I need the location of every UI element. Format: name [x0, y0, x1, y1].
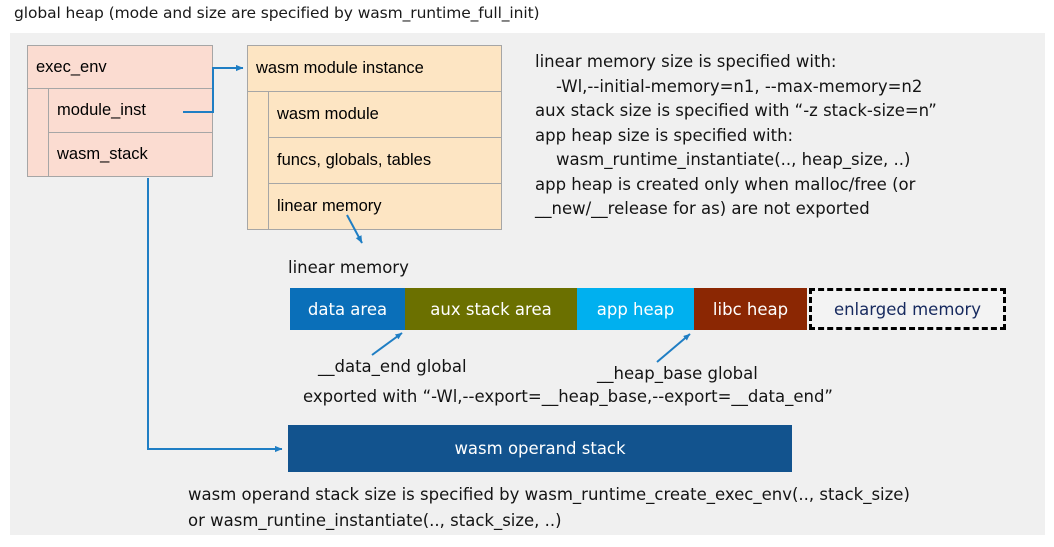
- exec-env-box: exec_env module_inst wasm_stack: [27, 45, 213, 177]
- table-row: wasm_stack: [28, 132, 213, 177]
- exec-env-row-wasm-stack: wasm_stack: [48, 132, 213, 177]
- operand-stack-note: wasm operand stack size is specified by …: [188, 485, 910, 530]
- table-row: funcs, globals, tables: [248, 137, 502, 184]
- linear-memory-label: linear memory: [288, 258, 409, 277]
- wasm-module-instance-box: wasm module instance wasm module funcs, …: [247, 45, 502, 230]
- memory-segment-enlarged-memory: enlarged memory: [809, 288, 1006, 330]
- caption-exported-with: exported with “-Wl,--export=__heap_base,…: [303, 387, 833, 406]
- table-row: module_inst: [27, 88, 213, 177]
- caption-heap-base: __heap_base global: [597, 364, 758, 383]
- caption-data-end: __data_end global: [318, 357, 467, 376]
- module-instance-indent-gutter: [247, 91, 269, 230]
- memory-segment-data-area: data area: [290, 288, 405, 330]
- exec-env-header: exec_env: [27, 45, 213, 89]
- module-instance-header: wasm module instance: [247, 45, 502, 92]
- linear-memory-notes: linear memory size is specified with: -W…: [535, 52, 937, 218]
- table-row: exec_env: [27, 45, 213, 89]
- module-instance-row-wasm-module: wasm module: [268, 91, 502, 138]
- table-row: wasm module: [247, 91, 502, 230]
- diagram-title: global heap (mode and size are specified…: [14, 4, 540, 22]
- module-instance-row-funcs-globals-tables: funcs, globals, tables: [268, 137, 502, 184]
- wasm-operand-stack-bar: wasm operand stack: [288, 425, 792, 472]
- table-row: wasm module instance: [247, 45, 502, 92]
- exec-env-row-module-inst: module_inst: [48, 88, 213, 133]
- memory-segment-aux-stack-area: aux stack area: [405, 288, 577, 330]
- memory-segment-libc-heap: libc heap: [694, 288, 807, 330]
- table-row: linear memory: [248, 183, 502, 230]
- exec-env-indent-gutter: [27, 88, 49, 177]
- memory-segment-app-heap: app heap: [577, 288, 694, 330]
- module-instance-row-linear-memory: linear memory: [268, 183, 502, 230]
